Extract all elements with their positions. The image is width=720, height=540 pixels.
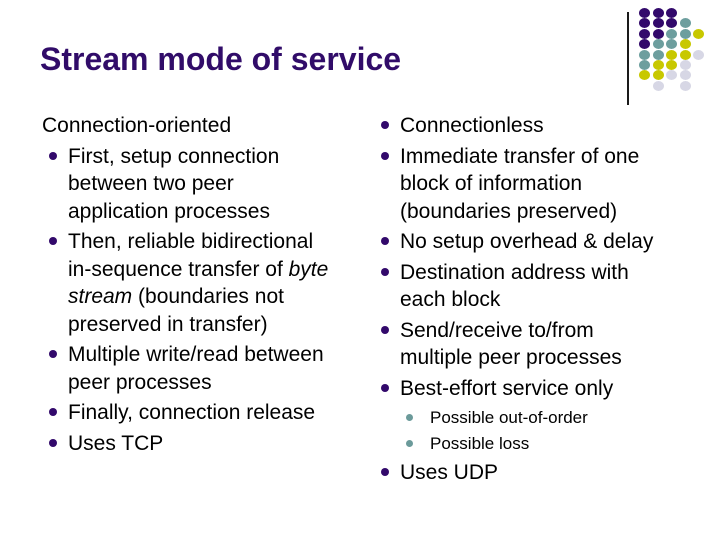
bullet-item: Uses TCP (48, 430, 350, 458)
bullet-item: First, setup connection between two peer… (48, 143, 350, 226)
bullet-icon (381, 468, 389, 476)
decoration-dot (639, 60, 650, 70)
decoration-dot (652, 39, 664, 50)
decoration-dot (679, 80, 691, 91)
decoration-dot (679, 39, 691, 50)
bullet-text-italic: byte stream (68, 257, 329, 309)
decoration-dot (666, 60, 677, 70)
decoration-dot (652, 8, 664, 18)
decoration-dot (666, 8, 677, 18)
left-column: Connection-oriented First, setup connect… (42, 112, 350, 460)
sub-bullet-icon (406, 440, 413, 447)
decoration-vertical-line (627, 12, 629, 105)
bullet-icon (381, 237, 389, 245)
bullet-text: Then, reliable bidirectional in-sequence… (68, 230, 328, 336)
bullet-icon (49, 151, 57, 160)
sub-bullet-list: Possible out-of-order Possible loss (380, 405, 706, 457)
decoration-dot (639, 39, 650, 50)
bullet-item: Finally, connection release (48, 399, 350, 427)
decoration-dot-grid (639, 8, 714, 98)
decoration-dot (639, 18, 650, 29)
decoration-dot (666, 28, 677, 39)
decoration-dot (679, 18, 691, 29)
decoration-dot (652, 49, 664, 60)
bullet-icon (49, 438, 57, 447)
bullet-icon (49, 237, 57, 245)
decoration-dot (693, 49, 704, 60)
bullet-item: Uses UDP (380, 459, 706, 487)
decoration-dot (639, 49, 650, 60)
decoration-dot (652, 70, 664, 81)
bullet-text-segment: Then, reliable bidirectional in-sequence… (68, 230, 314, 281)
bullet-item: Connectionless (380, 112, 706, 140)
decoration-dot (679, 70, 691, 81)
bullet-text: First, setup connection between two peer… (68, 144, 280, 223)
decoration-dot (693, 28, 704, 39)
sub-bullet-icon (406, 414, 413, 421)
bullet-icon (381, 151, 389, 160)
slide-title: Stream mode of service (40, 41, 402, 77)
bullet-icon (49, 350, 57, 358)
bullet-text: Uses TCP (68, 431, 164, 455)
bullet-icon (381, 325, 389, 334)
decoration-dot (679, 49, 691, 60)
decoration-dot (679, 28, 691, 39)
bullet-icon (381, 267, 389, 276)
bullet-text: Connectionless (400, 114, 544, 137)
decoration-dot (652, 80, 664, 91)
decoration-dot (666, 70, 677, 81)
left-column-header: Connection-oriented (42, 114, 232, 137)
bullet-text: Destination address with each block (400, 260, 629, 312)
bullet-icon (381, 383, 389, 392)
sub-bullet-text: Possible loss (430, 434, 530, 453)
bullet-text: No setup overhead & delay (400, 230, 654, 253)
decoration-dot (666, 49, 677, 60)
bullet-item: Best-effort service only (380, 375, 706, 403)
decoration-dot (666, 18, 677, 29)
bullet-icon (381, 121, 389, 129)
decoration-dot (679, 60, 691, 70)
bullet-text: Immediate transfer of one block of infor… (400, 144, 640, 223)
bullet-text: Best-effort service only (400, 376, 614, 400)
decoration-dot (652, 60, 664, 70)
bullet-text: Uses UDP (400, 461, 499, 484)
decoration-dot (652, 28, 664, 39)
bullet-text: Multiple write/read between peer process… (68, 343, 324, 394)
bullet-text-segment: (boundaries not preserved in transfer) (68, 285, 284, 336)
bullet-item: No setup overhead & delay (380, 228, 706, 256)
sub-bullet-item: Possible loss (380, 431, 706, 457)
bullet-text: Finally, connection release (68, 401, 316, 424)
right-column: Connectionless Immediate transfer of one… (380, 112, 706, 490)
bullet-text: Send/receive to/from multiple peer proce… (400, 318, 622, 370)
sub-bullet-text: Possible out-of-order (430, 408, 588, 427)
bullet-item: Destination address with each block (380, 259, 706, 314)
decoration-dot (652, 18, 664, 29)
sub-bullet-item: Possible out-of-order (380, 405, 706, 431)
bullet-item: Then, reliable bidirectional in-sequence… (48, 228, 350, 338)
bullet-item: Send/receive to/from multiple peer proce… (380, 317, 706, 372)
bullet-icon (49, 408, 57, 416)
decoration-dot (639, 70, 650, 81)
bullet-item: Immediate transfer of one block of infor… (380, 143, 706, 226)
decoration-dot (639, 8, 650, 18)
decoration-dot (639, 28, 650, 39)
bullet-item: Multiple write/read between peer process… (48, 341, 350, 396)
decoration-dot (666, 39, 677, 50)
